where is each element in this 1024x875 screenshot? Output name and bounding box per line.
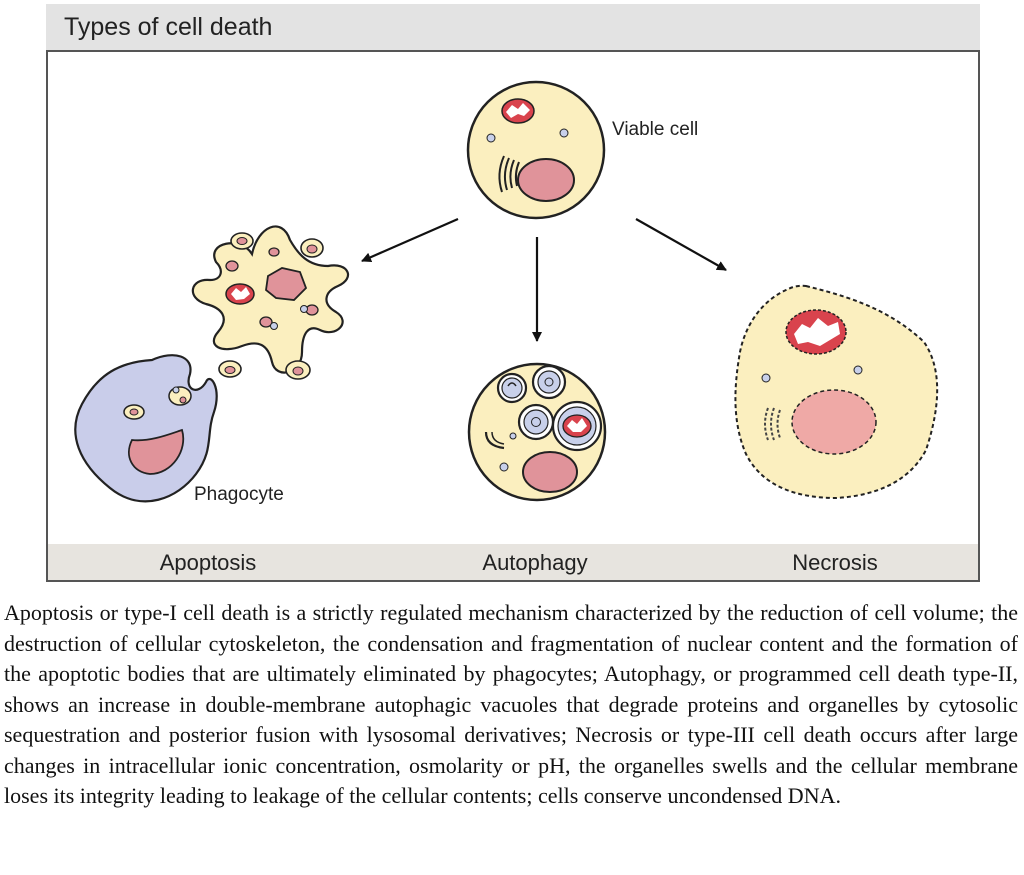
cell-death-figure: Types of cell death Apoptosis Autophagy … (46, 4, 980, 582)
label-necrosis: Necrosis (792, 550, 878, 575)
apoptotic-vesicle (300, 305, 308, 313)
engulfed-fragment (129, 408, 139, 416)
phagocyte-label: Phagocyte (194, 484, 284, 505)
swollen-mitochondrion-cristae (794, 318, 840, 346)
label-apoptosis: Apoptosis (159, 550, 257, 575)
necrotic-golgi (764, 407, 781, 441)
nuclear-fragment (259, 316, 273, 328)
apoptotic-mitochondrion-cristae (231, 287, 250, 300)
viable-vesicle (486, 133, 496, 143)
arrow-to-apoptosis (361, 217, 459, 263)
phagocyte-nucleus (128, 428, 185, 475)
arrow-to-necrosis (635, 218, 727, 271)
necrotic-nucleus (791, 389, 877, 455)
autophagic-vacuole (496, 372, 528, 404)
phagophore-inner (491, 431, 505, 445)
phagophore (484, 431, 505, 450)
necrotic-vesicle (761, 373, 771, 383)
phagocyte: Phagocyte (74, 354, 284, 505)
nuclear-fragment (268, 247, 280, 257)
footer-bar: Apoptosis Autophagy Necrosis (48, 544, 978, 580)
autophagic-vacuole (517, 403, 555, 441)
viable-cell: Viable cell (466, 80, 698, 220)
figure-caption: Apoptosis or type-I cell death is a stri… (4, 600, 1018, 808)
apoptotic-cell (191, 225, 350, 374)
viable-vesicle (559, 128, 569, 138)
apoptotic-vesicle (270, 322, 278, 330)
necrotic-vesicle (853, 365, 863, 375)
engulfing-body (168, 386, 192, 406)
autophagic-vesicle (499, 462, 509, 472)
viable-golgi (498, 155, 520, 193)
autophagic-vacuole-mitochondrion (551, 400, 603, 452)
viable-nucleus (517, 158, 575, 202)
autophagic-cell (467, 362, 607, 502)
autophagic-vacuole (531, 364, 567, 400)
viable-mitochondrion-cristae (506, 103, 530, 118)
condensed-nucleus (265, 267, 308, 301)
autophagic-nucleus (522, 451, 578, 493)
title-bar: Types of cell death (46, 4, 980, 50)
apoptotic-bodies (218, 232, 324, 380)
engulfing-fragment (179, 396, 187, 404)
phagocyte-membrane (74, 354, 218, 503)
viable-cell-label: Viable cell (612, 119, 698, 140)
label-autophagy: Autophagy (482, 550, 588, 575)
nuclear-fragment (225, 260, 239, 272)
cell-diagram: Viable cell (74, 80, 939, 505)
engulfing-vesicle (172, 386, 180, 394)
figure-title: Types of cell death (64, 13, 273, 41)
autophagic-vesicle (509, 432, 517, 440)
necrotic-cell (734, 284, 939, 500)
